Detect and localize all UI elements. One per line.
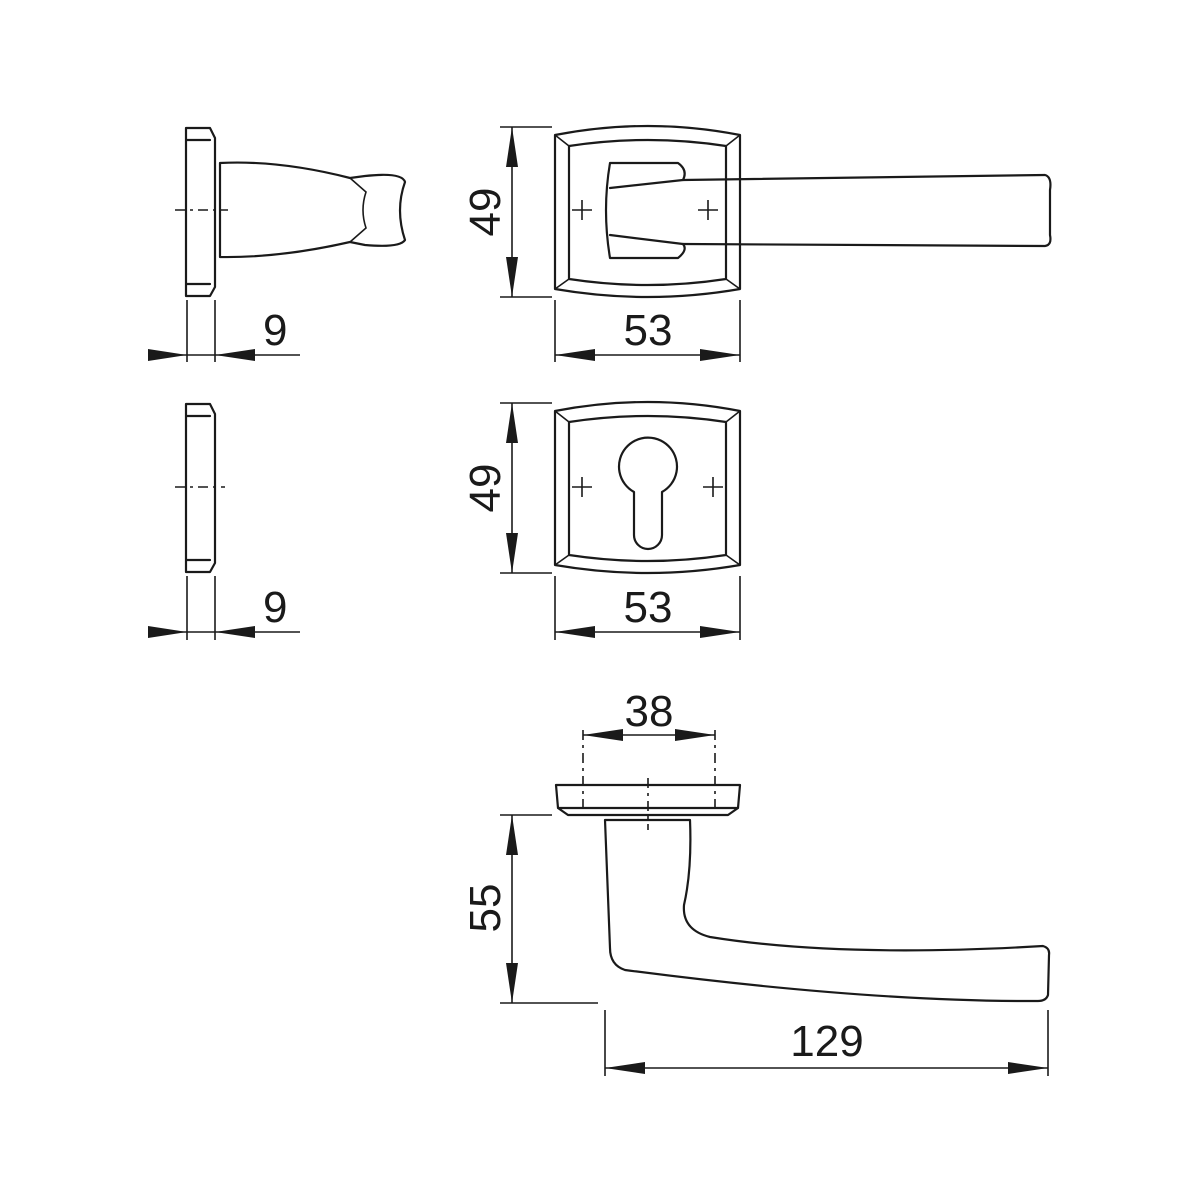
cross-mark bbox=[698, 200, 718, 220]
side-view-lever bbox=[175, 126, 407, 298]
dimension-label: 129 bbox=[790, 1017, 863, 1066]
dimension-label: 38 bbox=[625, 687, 674, 736]
rose-side-profile bbox=[184, 126, 217, 298]
dim-rose-width: 53 bbox=[554, 300, 741, 362]
arrow-down-icon bbox=[506, 963, 518, 1003]
knob-neck bbox=[218, 161, 407, 259]
lever-arm bbox=[681, 173, 1052, 248]
dimension-label: 49 bbox=[461, 188, 510, 237]
arrow-up-icon bbox=[506, 815, 518, 855]
arrow-down-icon bbox=[506, 533, 518, 573]
dim-side-rose-thickness: 9 bbox=[148, 300, 300, 362]
dim-rose-height: 49 bbox=[461, 126, 552, 298]
dim-escutcheon-width: 53 bbox=[554, 576, 741, 640]
knob-neck-inner bbox=[349, 177, 367, 243]
lever-neck bbox=[604, 161, 686, 260]
dimension-label: 55 bbox=[461, 884, 510, 933]
arrow-left-icon bbox=[555, 626, 595, 638]
dim-side-escutcheon-thickness: 9 bbox=[148, 576, 300, 640]
dimension-label: 49 bbox=[461, 464, 510, 513]
arrow-left-icon bbox=[555, 349, 595, 361]
dim-fixing-spacing: 38 bbox=[583, 687, 715, 741]
arrow-left-icon bbox=[215, 626, 255, 638]
arrow-right-icon bbox=[148, 349, 187, 361]
front-view-escutcheon bbox=[553, 400, 742, 575]
dimension-label: 9 bbox=[263, 306, 287, 355]
arrow-right-icon bbox=[1008, 1062, 1048, 1074]
arrow-up-icon bbox=[506, 127, 518, 167]
arrow-left-icon bbox=[215, 349, 255, 361]
lever-side-elevation bbox=[554, 730, 1051, 1003]
dim-escutcheon-height: 49 bbox=[461, 402, 552, 574]
dim-lever-projection: 55 bbox=[461, 814, 598, 1004]
arrow-left-icon bbox=[605, 1062, 645, 1074]
arrow-right-icon bbox=[700, 626, 740, 638]
dimension-label: 9 bbox=[263, 583, 287, 632]
side-view-escutcheon bbox=[175, 402, 225, 574]
lever-profile bbox=[603, 818, 1051, 1003]
cross-mark bbox=[703, 477, 723, 497]
rose-inner-face bbox=[567, 138, 728, 287]
cross-mark bbox=[572, 200, 592, 220]
cross-mark bbox=[572, 477, 592, 497]
cylinder-keyhole bbox=[617, 436, 679, 551]
arrow-right-icon bbox=[675, 729, 715, 741]
arrow-right-icon bbox=[700, 349, 740, 361]
arrow-right-icon bbox=[148, 626, 187, 638]
arrow-up-icon bbox=[506, 403, 518, 443]
dim-lever-length: 129 bbox=[604, 1010, 1049, 1076]
dimension-label: 53 bbox=[624, 583, 673, 632]
dimension-label: 53 bbox=[624, 306, 673, 355]
arrow-left-icon bbox=[583, 729, 623, 741]
front-view-lever bbox=[553, 124, 1052, 299]
arrow-down-icon bbox=[506, 257, 518, 297]
